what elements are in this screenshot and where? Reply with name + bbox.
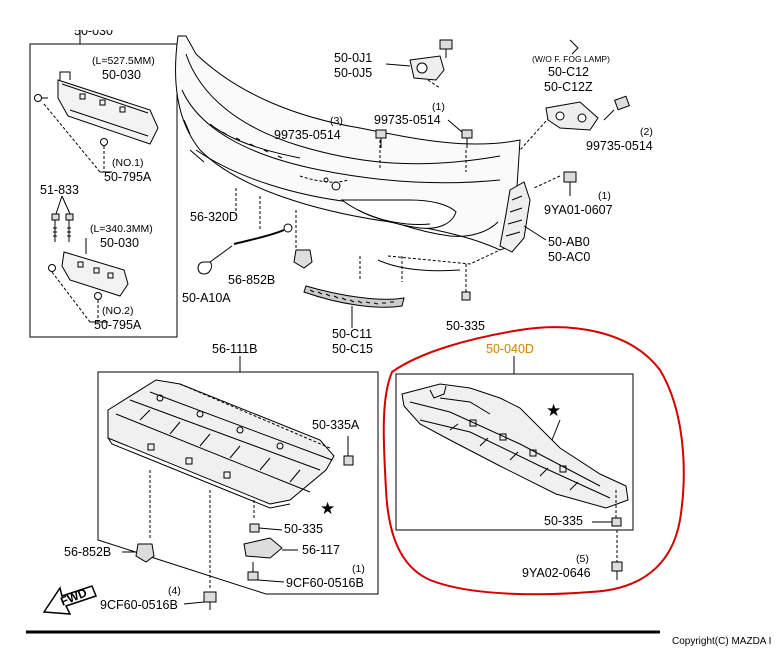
bracket-inset-frame (29, 43, 178, 338)
bolt-4-label: 9CF60-0516B (100, 598, 178, 612)
part-852b-label: 56-852B (64, 545, 112, 559)
lower-bracket-label: 50-030 (100, 236, 139, 250)
highlight-circle (382, 326, 685, 596)
bolt-1-uc-label: 9CF60-0516B (286, 576, 364, 590)
part-117-label: 56-117 (302, 543, 340, 557)
qty-1b-label: (1) (598, 190, 611, 202)
upper-bracket-drawing (57, 71, 159, 145)
qty-4-label: (4) (168, 585, 181, 597)
part-335-uc-label: 50-335 (284, 522, 323, 536)
no1-note-label: (NO.1) (112, 157, 144, 169)
undercover-inset-frame (97, 371, 379, 595)
skid-plate-drawing (401, 383, 629, 509)
top-partial-label: 50-030 (74, 24, 113, 38)
part-c15-label: 50-C15 (332, 342, 373, 356)
part-320d-label: 56-320D (190, 210, 238, 224)
copyright-text: Copyright(C) MAZDA I (672, 636, 772, 647)
clip-no2-label: 50-795A (94, 318, 142, 332)
qty-1a-label: (1) (432, 101, 445, 113)
part-335-hl-label: 50-335 (544, 514, 583, 528)
bolt-3-label: 99735-0514 (274, 128, 341, 142)
part-c12z-label: 50-C12Z (544, 80, 593, 94)
bolt-5-label: 9YA02-0646 (522, 566, 591, 580)
length-lower-label: (L=340.3MM) (90, 223, 153, 235)
bolt-2-label: 99735-0514 (586, 139, 653, 153)
part-ab0-label: 50-AB0 (548, 235, 590, 249)
fog-note-label: (W/O F. FOG LAMP) (532, 54, 610, 64)
clip-no1-label: 50-795A (104, 170, 152, 184)
bumper-fascia-drawing (175, 35, 521, 272)
length-upper-label: (L=527.5MM) (92, 55, 155, 67)
qty-2-label: (2) (640, 126, 653, 138)
part-a10a-label: 50-A10A (182, 291, 231, 305)
part-c11-label: 50-C11 (332, 327, 373, 341)
part-ac0-label: 50-AC0 (548, 250, 591, 264)
bolt-1a-label: 99735-0514 (374, 113, 441, 127)
part-335-top-label: 50-335 (446, 319, 485, 333)
undercover-drawing (107, 379, 335, 509)
part-c12-label: 50-C12 (548, 65, 589, 79)
part-852b-top-label: 56-852B (228, 273, 276, 287)
no2-note-label: (NO.2) (102, 305, 134, 317)
fwd-arrow-icon (42, 585, 97, 615)
bolt-1b-label: 9YA01-0607 (544, 203, 613, 217)
screw-label: 51-833 (40, 183, 79, 197)
lower-bracket-drawing (61, 251, 129, 297)
highlighted-star-icon: ★ (546, 401, 562, 420)
qty-1-uc-label: (1) (352, 563, 365, 575)
part-0j1-label: 50-0J1 (334, 51, 373, 65)
part-0j5-label: 50-0J5 (334, 66, 373, 80)
upper-bracket-label: 50-030 (102, 68, 141, 82)
highlighted-inset-frame (395, 373, 634, 531)
part-335a-label: 50-335A (312, 418, 360, 432)
qty-5-label: (5) (576, 553, 589, 565)
qty-3-label: (3) (330, 115, 343, 127)
undercover-star-icon: ★ (320, 499, 336, 518)
highlighted-title-label: 50-040D (486, 342, 534, 356)
undercover-title-label: 56-111B (212, 342, 258, 356)
